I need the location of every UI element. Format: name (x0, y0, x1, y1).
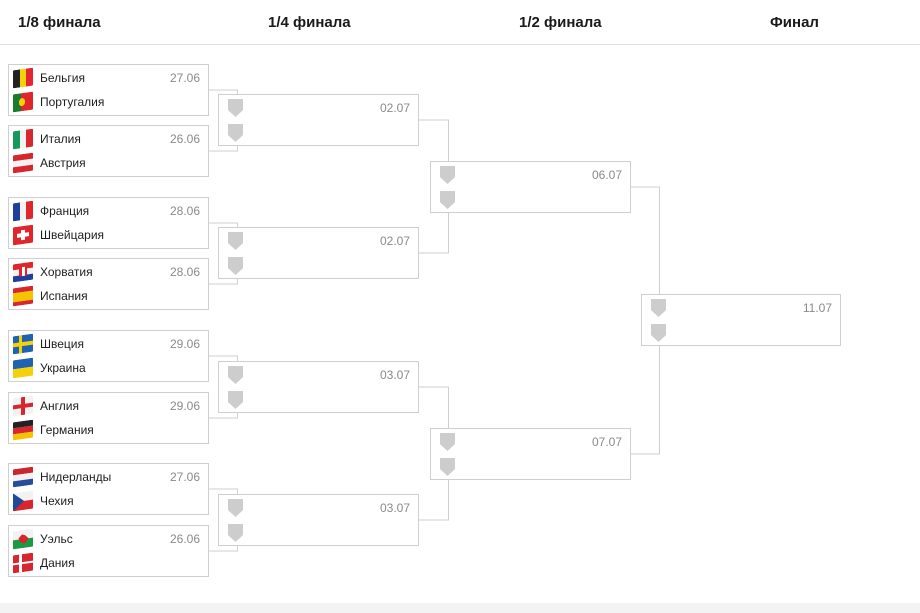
czech-flag-icon (13, 490, 33, 512)
netherlands-flag-icon (13, 466, 33, 488)
team-row[interactable]: Дания (13, 552, 75, 574)
spain-flag-icon (13, 285, 33, 307)
match-date: 26.06 (169, 532, 200, 546)
team-name: Чехия (40, 494, 74, 508)
switzerland-flag-icon (13, 224, 33, 246)
round-title-r16: 1/8 финала (18, 14, 101, 31)
match-date: 29.06 (169, 399, 200, 413)
team-name: Нидерланды (40, 470, 112, 484)
match-date: 26.06 (169, 132, 200, 146)
round-title-final: Финал (770, 14, 819, 31)
wales-flag-icon (13, 528, 33, 550)
team-row[interactable]: Хорватия (13, 261, 93, 283)
team-row[interactable]: Нидерланды (13, 466, 111, 488)
match-date: 07.07 (591, 435, 622, 449)
team-placeholder-icon (228, 232, 243, 250)
team-row[interactable]: Австрия (13, 152, 86, 174)
team-name: Англия (40, 399, 79, 413)
rounds-header: 1/8 финала 1/4 финала 1/2 финала Финал (0, 0, 920, 45)
team-row[interactable]: Чехия (13, 490, 74, 512)
team-row[interactable]: Украина (13, 357, 86, 379)
team-name: Бельгия (40, 71, 85, 85)
team-row[interactable]: Швеция (13, 333, 84, 355)
match-date: 02.07 (379, 101, 410, 115)
team-name: Германия (40, 423, 94, 437)
team-name: Хорватия (40, 265, 93, 279)
team-name: Украина (40, 361, 86, 375)
team-placeholder-icon (228, 524, 243, 542)
team-row[interactable]: Испания (13, 285, 88, 307)
team-row[interactable]: Португалия (13, 91, 104, 113)
match-date: 27.06 (169, 470, 200, 484)
sf-match-2[interactable]: 07.07 (430, 428, 631, 480)
match-date: 29.06 (169, 337, 200, 351)
team-placeholder-icon (651, 324, 666, 342)
match-date: 03.07 (379, 368, 410, 382)
sf-match-1[interactable]: 06.07 (430, 161, 631, 213)
team-placeholder-icon (440, 191, 455, 209)
germany-flag-icon (13, 419, 33, 441)
match-date: 11.07 (802, 301, 832, 315)
team-name: Дания (40, 556, 75, 570)
team-row[interactable]: Уэльс (13, 528, 73, 550)
team-name: Португалия (40, 95, 105, 109)
team-row[interactable]: Англия (13, 395, 79, 417)
team-placeholder-icon (228, 366, 243, 384)
match-date: 28.06 (169, 204, 200, 218)
sweden-flag-icon (13, 333, 33, 355)
denmark-flag-icon (13, 552, 33, 574)
team-placeholder-icon (228, 124, 243, 142)
england-flag-icon (13, 395, 33, 417)
team-placeholder-icon (228, 99, 243, 117)
round-title-sf: 1/2 финала (519, 14, 602, 31)
team-row[interactable]: Италия (13, 128, 81, 150)
team-name: Австрия (40, 156, 86, 170)
qf-match-2[interactable]: 02.07 (218, 227, 419, 279)
team-placeholder-icon (440, 458, 455, 476)
team-name: Италия (40, 132, 81, 146)
match-date: 27.06 (169, 71, 200, 85)
match-date: 02.07 (379, 234, 410, 248)
team-placeholder-icon (440, 433, 455, 451)
bottom-band (0, 603, 920, 613)
croatia-flag-icon (13, 261, 33, 283)
team-placeholder-icon (440, 166, 455, 184)
austria-flag-icon (13, 152, 33, 174)
team-placeholder-icon (651, 299, 666, 317)
round-title-qf: 1/4 финала (268, 14, 351, 31)
team-name: Испания (40, 289, 88, 303)
team-placeholder-icon (228, 391, 243, 409)
italy-flag-icon (13, 128, 33, 150)
france-flag-icon (13, 200, 33, 222)
qf-match-1[interactable]: 02.07 (218, 94, 419, 146)
team-name: Уэльс (40, 532, 73, 546)
team-name: Швеция (40, 337, 84, 351)
qf-match-4[interactable]: 03.07 (218, 494, 419, 546)
team-placeholder-icon (228, 257, 243, 275)
portugal-flag-icon (13, 91, 33, 113)
match-date: 28.06 (169, 265, 200, 279)
qf-match-3[interactable]: 03.07 (218, 361, 419, 413)
final-match-1[interactable]: 11.07 (641, 294, 841, 346)
team-row[interactable]: Германия (13, 419, 94, 441)
team-row[interactable]: Бельгия (13, 67, 85, 89)
team-row[interactable]: Франция (13, 200, 89, 222)
match-date: 06.07 (591, 168, 622, 182)
match-date: 03.07 (379, 501, 410, 515)
belgium-flag-icon (13, 67, 33, 89)
team-name: Франция (40, 204, 90, 218)
team-row[interactable]: Швейцария (13, 224, 104, 246)
team-placeholder-icon (228, 499, 243, 517)
team-name: Швейцария (40, 228, 105, 242)
ukraine-flag-icon (13, 357, 33, 379)
